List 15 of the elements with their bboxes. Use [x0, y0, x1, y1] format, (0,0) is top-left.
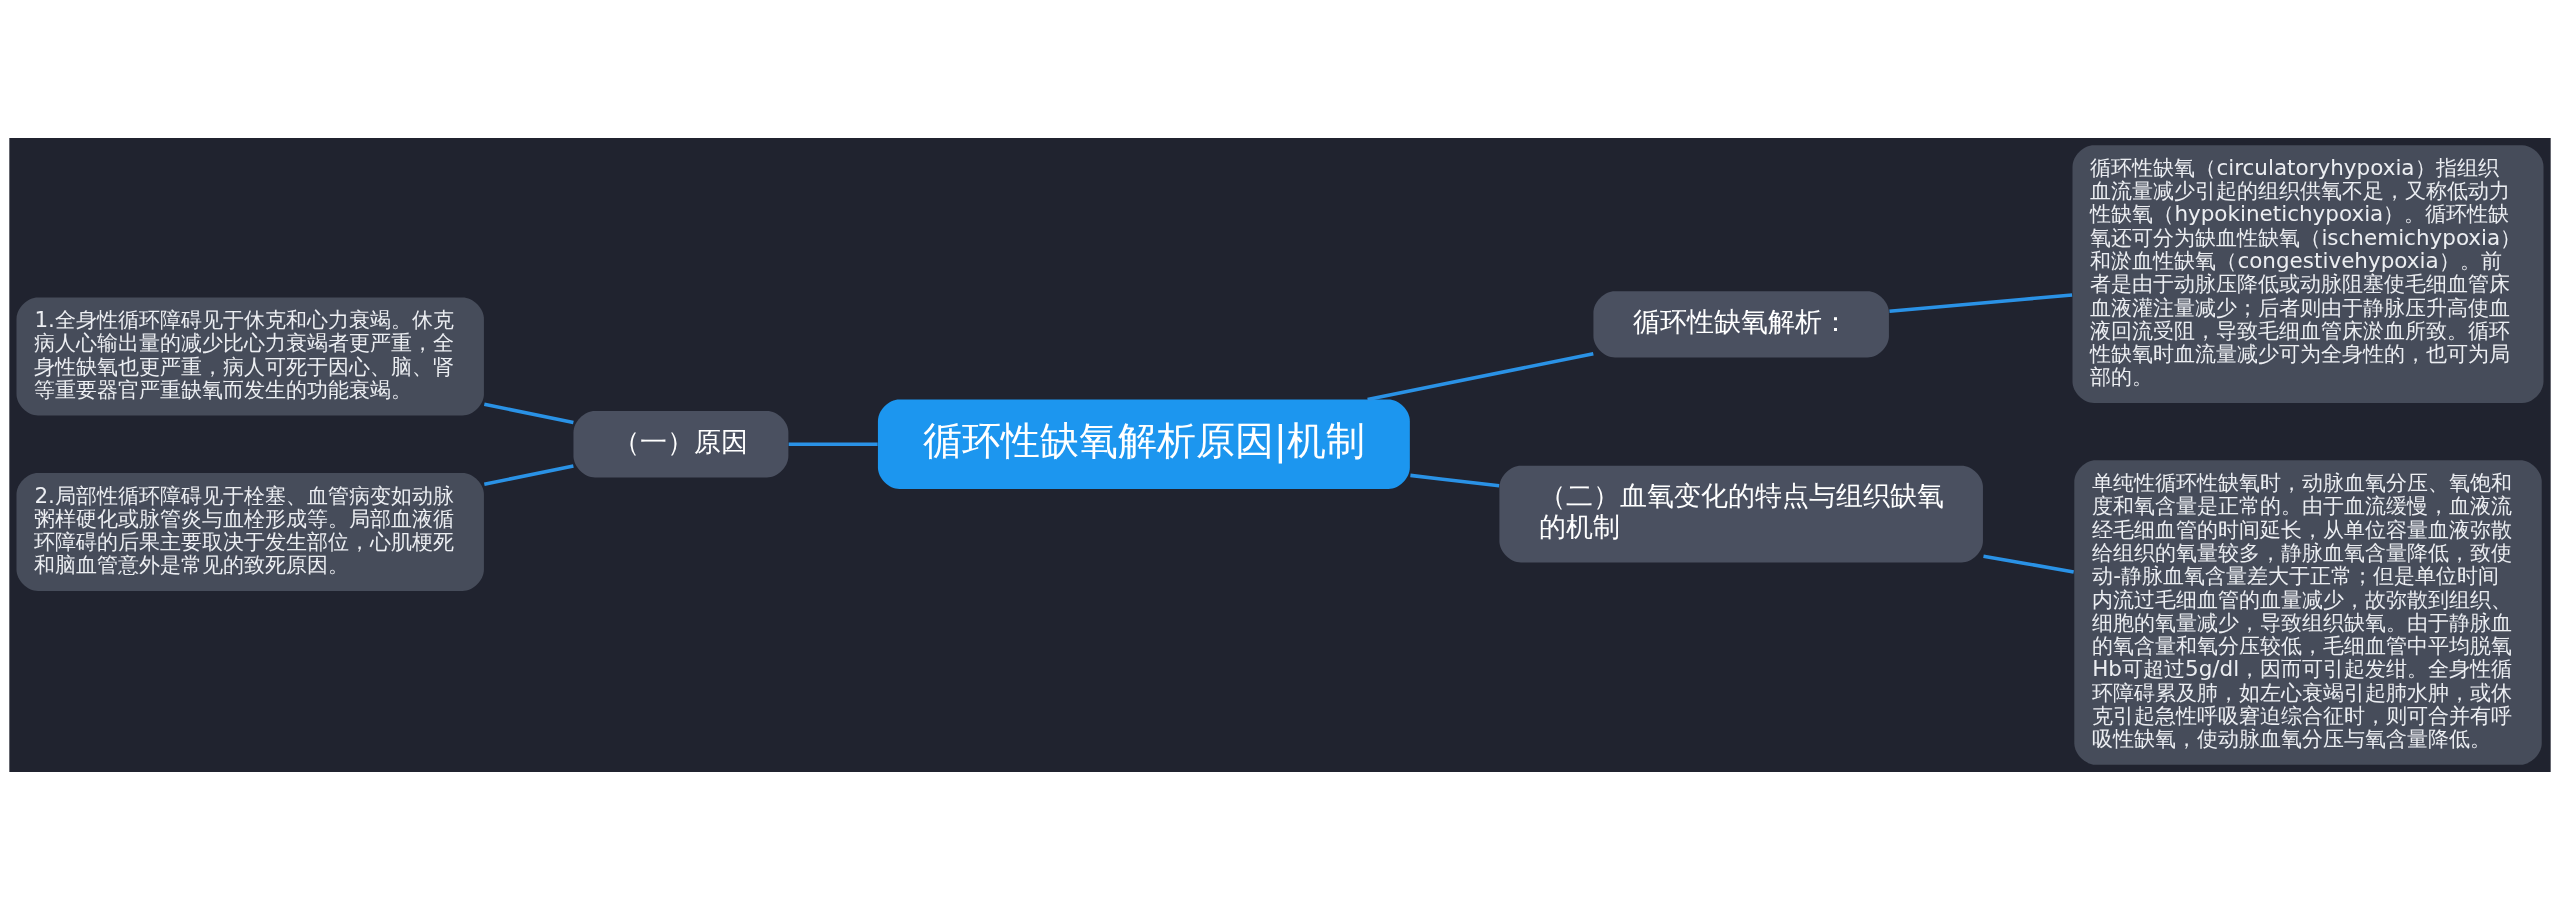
- node-box: （一）原因: [573, 410, 789, 477]
- node-box: 循环性缺氧解析：: [1593, 290, 1889, 357]
- node-box: 循环性缺氧解析原因|机制: [877, 399, 1410, 489]
- connector: [1889, 292, 2073, 313]
- connector: [483, 463, 574, 486]
- node-box: 循环性缺氧（circulatoryhypoxia）指组织血流量减少引起的组织供氧不足，又称低动力性缺氧（hypokinetichypoxia）。循环性缺氧还可分为缺血性缺氧（ischemichypoxia）和淤血性缺氧（congestivehypoxia）。前者是由于动脉压降低或动脉阻塞使毛细血管床血液灌注量减少；后者则由于静脉压升高使血液回流受阻，导致毛细血管床淤血所致。循环性缺氧时血流量减少可为全身性的，也可为局部的。: [2072, 144, 2544, 403]
- connector: [1410, 473, 1500, 488]
- connector: [788, 441, 878, 446]
- connector: [1367, 351, 1594, 401]
- node-box: 2.局部性循环障碍见于栓塞、血管病变如动脉粥样硬化或脉管炎与血栓形成等。局部血液循环障碍的后果主要取决于发生部位，心肌梗死和脑血管意外是常见的致死原因。: [16, 472, 484, 591]
- connector: [483, 401, 574, 424]
- node-box: 单纯性循环性缺氧时，动脉血氧分压、氧饱和度和氧含量是正常的。由于血流缓慢，血液流经毛细血管的时间延长，从单位容量血液弥散给组织的氧量较多，静脉血氧含量降低，致使动-静脉血氧含量差大于正常；但是单位时间内流过毛细血管的血量减少，故弥散到组织、细胞的氧量减少，导致组织缺氧。由于静脉血的氧含量和氧分压较低，毛细血管中平均脱氧Hb可超过5g/dl，因而可引起发绀。全身性循环障碍累及肺，如左心衰竭引起肺水肿，或休克引起急性呼吸窘迫综合征时，则可合并有呼吸性缺氧，使动脉血氧分压与氧含量降低。: [2074, 459, 2542, 765]
- node-box: 1.全身性循环障碍见于休克和心力衰竭。休克病人心输出量的减少比心力衰竭者更严重，全身性缺氧也更严重，病人可死于因心、脑、肾等重要器官严重缺氧而发生的功能衰竭。: [16, 296, 484, 416]
- connector: [1983, 553, 2074, 574]
- node-box: （二）血氧变化的特点与组织缺氧的机制: [1499, 465, 1983, 562]
